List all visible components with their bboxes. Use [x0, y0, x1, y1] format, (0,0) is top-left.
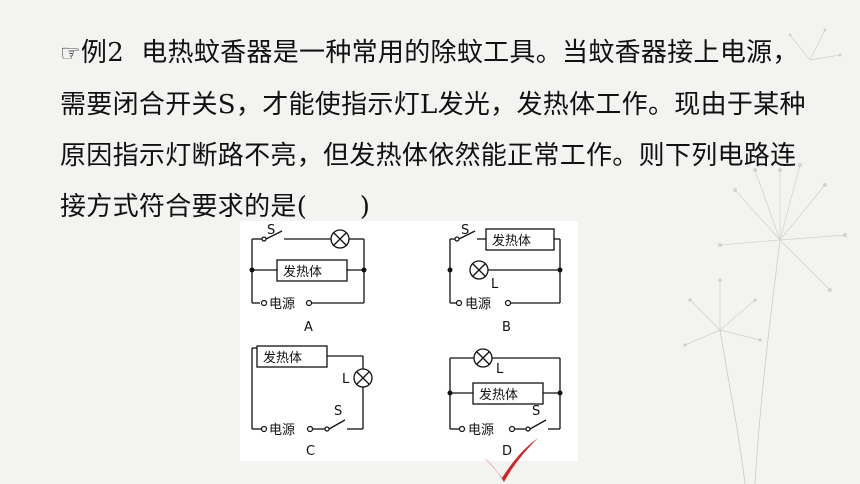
lamp-label-c: L — [342, 372, 350, 387]
heater-label-c: 发热体 — [263, 350, 302, 366]
checkmark-icon — [484, 438, 538, 482]
power-label-b: 电源 — [465, 297, 491, 312]
question-label: 例2 — [80, 38, 125, 68]
question-text: ☞例2 电热蚊香器是一种常用的除蚊工具。当蚊香器接上电源， 需要闭合开关S，才能… — [60, 28, 820, 233]
option-label-a: A — [304, 320, 313, 335]
switch-label-b: S — [461, 223, 469, 238]
question-line-4: 接方式符合要求的是( ) — [60, 192, 371, 222]
pointing-hand-icon: ☞ — [60, 41, 81, 67]
lamp-label-d: L — [496, 362, 504, 377]
power-label-d: 电源 — [468, 423, 494, 438]
circuit-figure: S 发热体 电源 A S 发热体 L 电源 B 发热体 L S 电源 C L 发… — [240, 221, 578, 461]
heater-label-d: 发热体 — [479, 387, 518, 403]
option-label-d: D — [502, 444, 512, 459]
switch-label-a: S — [267, 223, 275, 238]
switch-label-c: S — [334, 404, 342, 419]
heater-label-a: 发热体 — [283, 264, 322, 280]
dandelion-decoration — [683, 28, 847, 484]
option-label-b: B — [502, 320, 511, 335]
heater-label-b: 发热体 — [492, 233, 531, 249]
question-line-1-text: 电热蚊香器是一种常用的除蚊工具。当蚊香器接上电源， — [141, 38, 799, 68]
question-line-2: 需要闭合开关S，才能使指示灯L发光，发热体工作。现由于某种 — [60, 90, 806, 120]
power-label-a: 电源 — [269, 297, 295, 312]
power-label-c: 电源 — [269, 423, 295, 438]
option-label-c: C — [306, 444, 315, 459]
lamp-label-b: L — [491, 277, 499, 292]
question-line-1: ☞例2 电热蚊香器是一种常用的除蚊工具。当蚊香器接上电源， — [60, 28, 820, 80]
question-line-3: 原因指示灯断路不亮，但发热体依然能正常工作。则下列电路连 — [60, 141, 797, 171]
switch-label-d: S — [532, 404, 540, 419]
